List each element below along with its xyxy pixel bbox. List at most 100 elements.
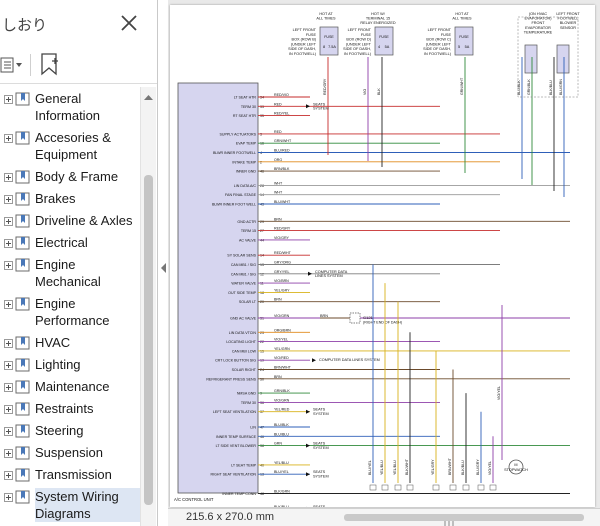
wire-label: BLU/BLK <box>274 423 289 427</box>
new-bookmark-icon[interactable] <box>37 52 61 78</box>
bottom-wire-label: YEL/BLU <box>380 460 384 475</box>
bookmark-label: HVAC <box>35 334 140 351</box>
wire-label: YEL/GRN <box>274 347 290 351</box>
expand-icon[interactable] <box>4 405 13 414</box>
bookmark-icon <box>15 297 31 312</box>
scrollbar-thumb[interactable] <box>144 175 153 505</box>
expand-icon[interactable] <box>4 339 13 348</box>
pin-number: 43 <box>260 203 264 207</box>
wire-label: BRN/BLK <box>274 167 290 171</box>
bookmark-icon <box>15 336 31 351</box>
fuse-description: IN FOOTWELL) <box>289 52 317 56</box>
wire-label: BLK/GRN <box>274 490 290 494</box>
expand-icon[interactable] <box>4 427 13 436</box>
expand-icon[interactable] <box>4 173 13 182</box>
pin-label: INNER TEMP CONN <box>222 492 256 496</box>
pin-number: 38 <box>260 444 264 448</box>
wire-label: BRN/WHT <box>274 366 292 370</box>
pin-number: 15 <box>260 349 264 353</box>
top-label: FRONT <box>531 21 545 25</box>
expand-icon[interactable] <box>4 300 13 309</box>
expand-icon[interactable] <box>4 361 13 370</box>
expand-icon[interactable] <box>4 261 13 270</box>
vertical-wire-label: VIO <box>363 89 367 95</box>
pin-number: 24 <box>260 368 264 372</box>
bookmark-item[interactable]: Brakes <box>0 190 140 209</box>
close-icon[interactable] <box>118 12 140 34</box>
pin-label: GND AC VALVE <box>230 317 256 321</box>
bookmark-item[interactable]: Electrical <box>0 234 140 253</box>
bookmark-icon <box>15 446 31 461</box>
bookmark-item[interactable]: Transmission <box>0 466 140 485</box>
callout-arrow-icon <box>306 472 310 477</box>
pin-label: SOLAR RIGHT <box>232 368 257 372</box>
expand-icon[interactable] <box>4 239 13 248</box>
expand-icon[interactable] <box>4 383 13 392</box>
wire-label: RED <box>274 130 282 134</box>
bookmark-item[interactable]: Steering <box>0 422 140 441</box>
bookmark-icon <box>15 490 31 505</box>
pin-number: 27 <box>260 229 264 233</box>
options-menu-icon[interactable] <box>0 54 26 76</box>
bookmark-item[interactable]: Accesories &Equipment <box>0 129 140 165</box>
wire-label: GRN/WHT <box>274 139 292 143</box>
collapse-panel-icon[interactable] <box>159 261 168 273</box>
wire-label: RED/YEL <box>274 112 289 116</box>
bookmark-item[interactable]: Restraints <box>0 400 140 419</box>
pin-label: LIN DATA VTCIN <box>229 331 257 335</box>
pin-label: CRT LOCK BUTTON SIG <box>215 359 256 363</box>
wire-label: RED/WHT <box>274 251 292 255</box>
bookmark-label: Accesories &Equipment <box>35 129 140 163</box>
connector-pin <box>462 484 470 491</box>
pin-number: 33 <box>260 105 264 109</box>
top-label: LEFT FRONT <box>556 12 580 16</box>
callout-arrow-icon <box>312 358 316 363</box>
expand-icon[interactable] <box>4 449 13 458</box>
bookmark-item[interactable]: HVAC <box>0 334 140 353</box>
scrollbar-grip-icon <box>442 514 456 526</box>
fuse-description: IN FOOTWELL) <box>344 52 372 56</box>
pin-number: 36 <box>260 401 264 405</box>
bottom-wire-label: BLK/WHT <box>405 458 409 475</box>
horizontal-scrollbar-thumb[interactable] <box>344 514 584 521</box>
expand-icon[interactable] <box>4 493 13 502</box>
fuse-description: IN FOOTWELL) <box>424 52 452 56</box>
expand-icon[interactable] <box>4 217 13 226</box>
connector-pin <box>381 484 389 491</box>
scroll-up-icon[interactable] <box>143 89 154 100</box>
pin-label: SUPPLY ACTUATORS <box>220 132 257 136</box>
bookmarks-scrollbar[interactable] <box>140 87 156 526</box>
expand-icon[interactable] <box>4 471 13 480</box>
pin-label: SY SOLAR SENS <box>227 254 256 258</box>
wire-label: WHT <box>274 191 283 195</box>
bookmark-item[interactable]: Body & Frame <box>0 168 140 187</box>
bookmark-item[interactable]: Lighting <box>0 356 140 375</box>
expand-icon[interactable] <box>4 95 13 104</box>
top-label: BLOWER <box>560 21 577 25</box>
wire-label: BLU/WHT <box>274 200 291 204</box>
bookmarks-header: しおり <box>0 0 157 44</box>
horizontal-scrollbar[interactable] <box>344 513 590 526</box>
expand-icon[interactable] <box>4 134 13 143</box>
wire-label: RED/GRY <box>274 227 291 231</box>
bookmark-icon <box>15 92 31 107</box>
stopwatch-motor <box>508 459 524 475</box>
pin-label: AC VALVE <box>239 238 257 242</box>
callout-arrow-icon <box>306 104 310 109</box>
pin-number: 12 <box>260 272 264 276</box>
bookmark-item[interactable]: Suspension <box>0 444 140 463</box>
bookmark-item[interactable]: Maintenance <box>0 378 140 397</box>
stopwatch-label: STOPWATCH <box>504 468 528 472</box>
bookmark-label-line: Mechanical <box>35 274 101 289</box>
bookmark-item[interactable]: Driveline & Axles <box>0 212 140 231</box>
expand-icon[interactable] <box>4 195 13 204</box>
callout-label: SEATS <box>313 102 326 106</box>
pin-label: TERM 15 <box>241 229 256 233</box>
